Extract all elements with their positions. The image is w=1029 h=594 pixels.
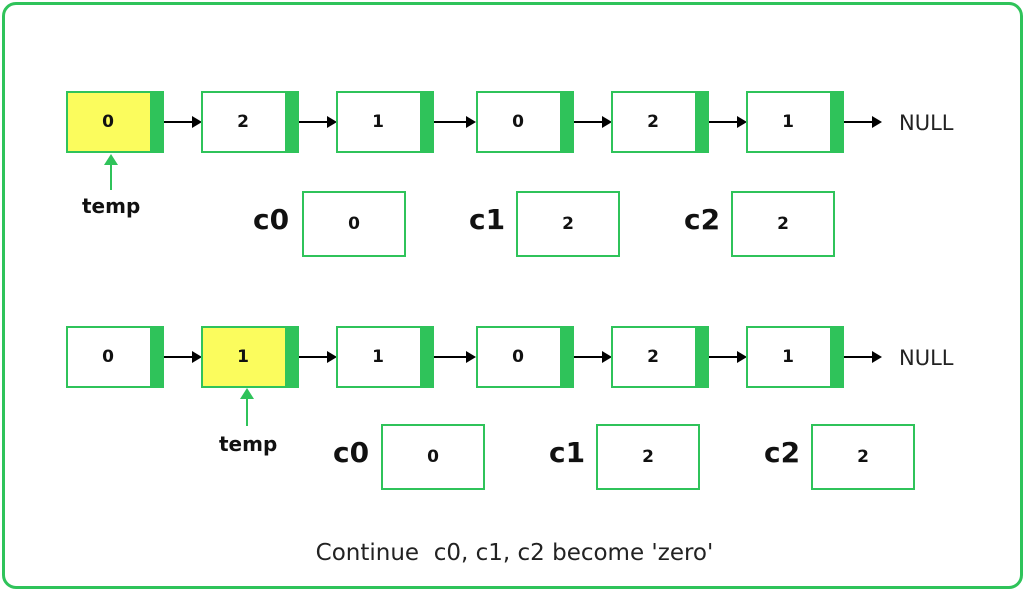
node-value: 1: [372, 112, 384, 132]
node-value: 0: [102, 112, 114, 132]
counter-label: c0: [253, 203, 290, 236]
next-arrow: [844, 116, 882, 128]
list-node: 1: [336, 326, 434, 388]
node-value: 1: [782, 112, 794, 132]
list-node: 1: [746, 91, 844, 153]
list-node: 1: [201, 326, 299, 388]
next-pointer: [830, 91, 844, 153]
node-value: 2: [237, 112, 249, 132]
temp-label: temp: [219, 432, 278, 456]
counter-box: 2: [596, 424, 700, 490]
next-pointer: [150, 326, 164, 388]
next-arrow: [709, 351, 747, 363]
list-node: 2: [611, 91, 709, 153]
counter-label: c0: [333, 436, 370, 469]
node-value: 0: [512, 347, 524, 367]
node-value: 2: [647, 112, 659, 132]
node-value: 1: [237, 347, 249, 367]
next-arrow: [299, 116, 337, 128]
counter-box: 0: [302, 191, 406, 257]
node-value: 0: [102, 347, 114, 367]
next-pointer: [560, 326, 574, 388]
counter-box: 0: [381, 424, 485, 490]
next-arrow: [164, 351, 202, 363]
counter-label: c1: [549, 436, 586, 469]
list-node: 2: [611, 326, 709, 388]
temp-pointer-arrow: [240, 388, 254, 426]
node-value: 1: [782, 347, 794, 367]
next-pointer: [830, 326, 844, 388]
next-pointer: [560, 91, 574, 153]
next-arrow: [574, 116, 612, 128]
next-arrow: [299, 351, 337, 363]
next-arrow: [709, 116, 747, 128]
counter-box: 2: [516, 191, 620, 257]
temp-pointer-arrow: [104, 154, 118, 190]
next-pointer: [285, 91, 299, 153]
next-arrow: [434, 351, 476, 363]
next-pointer: [150, 91, 164, 153]
list-node: 0: [476, 326, 574, 388]
next-pointer: [420, 326, 434, 388]
list-node: 2: [201, 91, 299, 153]
next-pointer: [695, 91, 709, 153]
null-terminator: NULL: [899, 111, 954, 135]
counter-label: c2: [764, 436, 801, 469]
null-terminator: NULL: [899, 346, 954, 370]
next-arrow: [434, 116, 476, 128]
list-node: 0: [66, 91, 164, 153]
list-node: 0: [66, 326, 164, 388]
counter-box: 2: [731, 191, 835, 257]
next-arrow: [574, 351, 612, 363]
counter-label: c2: [684, 203, 721, 236]
node-value: 0: [512, 112, 524, 132]
next-pointer: [285, 326, 299, 388]
node-value: 1: [372, 347, 384, 367]
caption-text: Continue c0, c1, c2 become 'zero': [315, 540, 714, 566]
counter-label: c1: [469, 203, 506, 236]
list-node: 0: [476, 91, 574, 153]
node-value: 2: [647, 347, 659, 367]
next-arrow: [164, 116, 202, 128]
next-pointer: [695, 326, 709, 388]
list-node: 1: [336, 91, 434, 153]
list-node: 1: [746, 326, 844, 388]
counter-box: 2: [811, 424, 915, 490]
next-pointer: [420, 91, 434, 153]
next-arrow: [844, 351, 882, 363]
temp-label: temp: [82, 194, 141, 218]
